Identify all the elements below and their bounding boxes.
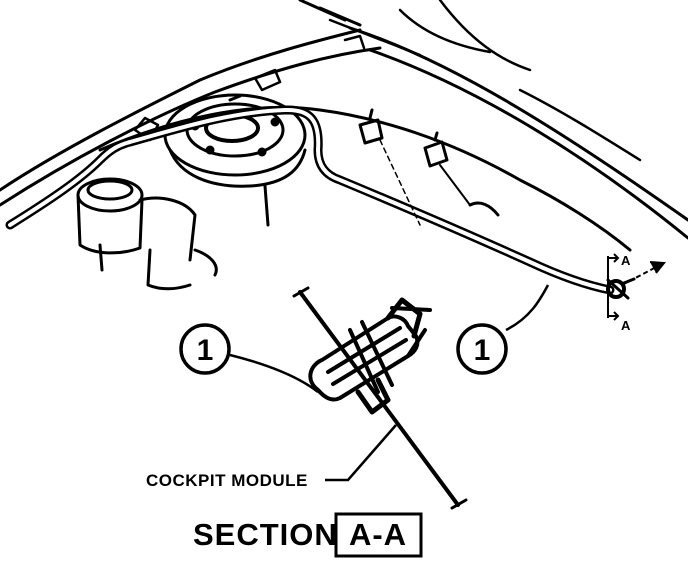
section-title-id: A-A [349, 517, 407, 552]
fluid-reservoir [76, 177, 218, 291]
section-arrow-label-bottom: A [621, 318, 631, 333]
cockpit-module-panel [298, 290, 460, 507]
callout-1-left-number: 1 [197, 334, 214, 367]
cockpit-module-label: COCKPIT MODULE [146, 471, 308, 490]
callout-leaders [229, 284, 550, 482]
section-arrow-label-top: A [621, 253, 631, 268]
retainer-clip [308, 297, 432, 415]
callout-1-left: 1 [179, 323, 231, 375]
section-cut-marker [607, 253, 666, 321]
engine-bay-illustration [0, 0, 688, 300]
callout-1-right: 1 [456, 323, 508, 375]
cable-harness [5, 105, 615, 295]
fender-edges [0, 0, 688, 240]
section-id-box [334, 512, 423, 558]
callout-1-right-number: 1 [474, 334, 491, 367]
cowl-lines [328, 0, 642, 162]
cable-clips [358, 108, 500, 226]
section-title-word: SECTION [193, 517, 338, 552]
section-view [292, 286, 468, 510]
cowl-panel [98, 105, 632, 252]
